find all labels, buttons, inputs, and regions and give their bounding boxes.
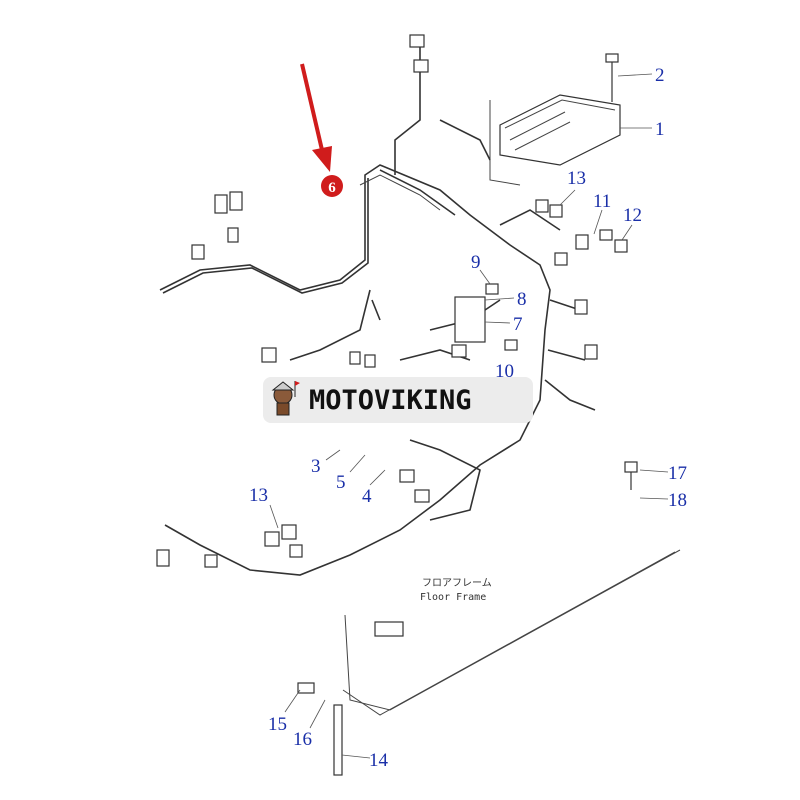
callout-2: 2: [655, 65, 665, 86]
callout-1: 1: [655, 119, 665, 140]
callout-4: 4: [362, 486, 372, 507]
callout-5: 5: [336, 472, 346, 493]
callout-18: 18: [668, 490, 687, 511]
callout-12: 12: [623, 205, 642, 226]
callouts: 1 2 13 11 12 9 8 7 10 3 5 4 13 17 18 15 …: [249, 65, 687, 771]
callout-15: 15: [268, 714, 287, 735]
callout-7: 7: [513, 314, 523, 335]
leader-lines: [269, 73, 669, 759]
callout-13b: 13: [249, 485, 268, 506]
callout-10: 10: [495, 361, 514, 382]
watermark-text: MOTOVIKING: [309, 384, 472, 416]
callout-3: 3: [311, 456, 321, 477]
part-6-label: 6: [328, 180, 336, 196]
floor-frame-label: Floor Frame: [420, 592, 486, 603]
callout-9: 9: [471, 252, 481, 273]
wiring-harness: [159, 40, 681, 716]
callout-16: 16: [293, 729, 312, 750]
connectors: [156, 34, 638, 776]
callout-14: 14: [369, 750, 389, 771]
callout-8: 8: [517, 289, 527, 310]
floor-frame-jp: フロアフレーム: [422, 577, 492, 589]
callout-17: 17: [668, 463, 687, 484]
watermark-logo: MOTOVIKING: [263, 377, 533, 423]
callout-11: 11: [593, 191, 611, 212]
callout-13: 13: [567, 168, 586, 189]
controller-unit: [489, 53, 621, 186]
viking-mascot-icon: [271, 381, 300, 416]
part-6-marker: 6: [321, 175, 343, 197]
highlight-arrow: [300, 63, 332, 172]
